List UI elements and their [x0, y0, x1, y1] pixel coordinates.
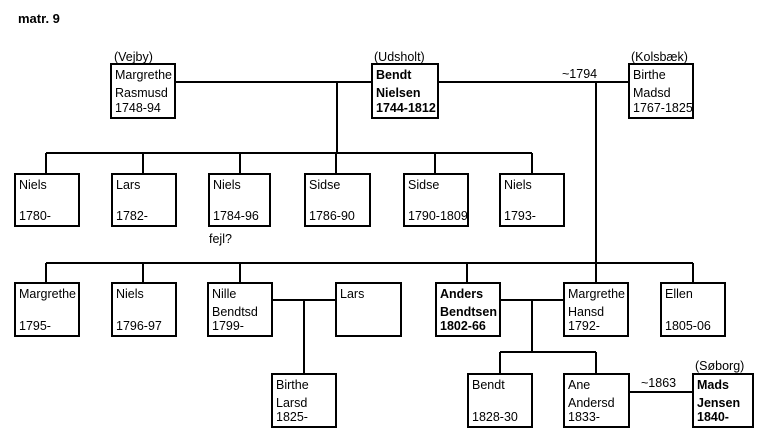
person-line: Niels [116, 287, 144, 301]
person-line: Rasmusd [115, 86, 168, 100]
person-box-niels-1784: Niels 1784-96 [208, 173, 271, 227]
birthplace-label: (Vejby) [114, 50, 153, 64]
birthplace-label: (Kolsbæk) [631, 50, 688, 64]
person-line: Bendtsd [212, 305, 258, 319]
person-line: Nille [212, 287, 237, 301]
person-box-margrethe-1795: Margrethe 1795- [14, 282, 80, 337]
person-line: Margrethe [568, 287, 625, 301]
person-line: 1793- [504, 209, 536, 223]
person-line: Ane [568, 378, 591, 392]
person-line: Andersd [568, 396, 615, 410]
person-line: Nielsen [376, 86, 421, 100]
person-line: 1802-66 [440, 319, 486, 333]
person-line: Sidse [309, 178, 341, 192]
person-box-niels-1793: Niels 1793- [499, 173, 565, 227]
person-line: Lars [116, 178, 141, 192]
person-line: Madsd [633, 86, 671, 100]
person-box-niels-1796: Niels 1796-97 [111, 282, 177, 337]
person-line: 1805-06 [665, 319, 711, 333]
person-box-lars-1782: Lars 1782- [111, 173, 177, 227]
note-label: fejl? [209, 232, 232, 246]
person-line: Bendt [472, 378, 505, 392]
person-line: Sidse [408, 178, 440, 192]
person-line: Bendt [376, 68, 412, 82]
person-line: 1792- [568, 319, 600, 333]
birthplace-label: (Søborg) [695, 359, 745, 373]
person-line: 1786-90 [309, 209, 355, 223]
person-line: 1790-1809 [408, 209, 468, 223]
person-line: 1782- [116, 209, 148, 223]
person-line: 1780- [19, 209, 51, 223]
person-box-ellen: Ellen 1805-06 [660, 282, 726, 337]
person-line: Anders [440, 287, 484, 301]
person-line: Larsd [276, 396, 308, 410]
person-box-bendt-1828: Bendt 1828-30 [467, 373, 533, 428]
birthplace-label: (Udsholt) [374, 50, 425, 64]
person-line: 1748-94 [115, 101, 161, 115]
person-line: Birthe [633, 68, 666, 82]
person-line: 1825- [276, 410, 308, 424]
person-line: Margrethe [19, 287, 76, 301]
person-line: 1828-30 [472, 410, 518, 424]
person-box-sidse-1786: Sidse 1786-90 [304, 173, 371, 227]
person-box-sidse-1790: Sidse 1790-1809 [403, 173, 469, 227]
person-line: 1784-96 [213, 209, 259, 223]
person-line: Margrethe [115, 68, 172, 82]
person-line: Niels [19, 178, 47, 192]
person-line: Hansd [568, 305, 605, 319]
person-line: Ellen [665, 287, 693, 301]
page-title: matr. 9 [18, 11, 60, 26]
person-line: Niels [213, 178, 241, 192]
person-line: Mads [697, 378, 729, 392]
person-line: 1833- [568, 410, 600, 424]
person-line: 1744-1812 [376, 101, 436, 115]
person-box-niels-1780: Niels 1780- [14, 173, 80, 227]
person-line: Lars [340, 287, 365, 301]
person-line: 1767-1825 [633, 101, 693, 115]
person-box-lars-spouse: Lars [335, 282, 402, 337]
person-line: Niels [504, 178, 532, 192]
person-line: Birthe [276, 378, 309, 392]
person-line: 1795- [19, 319, 51, 333]
marriage-year-label: ~1863 [641, 376, 677, 390]
marriage-year-label: ~1794 [562, 67, 598, 81]
person-line: 1796-97 [116, 319, 162, 333]
person-line: Jensen [697, 396, 741, 410]
person-line: Bendtsen [440, 305, 497, 319]
person-line: 1840- [697, 410, 729, 424]
person-line: 1799- [212, 319, 244, 333]
